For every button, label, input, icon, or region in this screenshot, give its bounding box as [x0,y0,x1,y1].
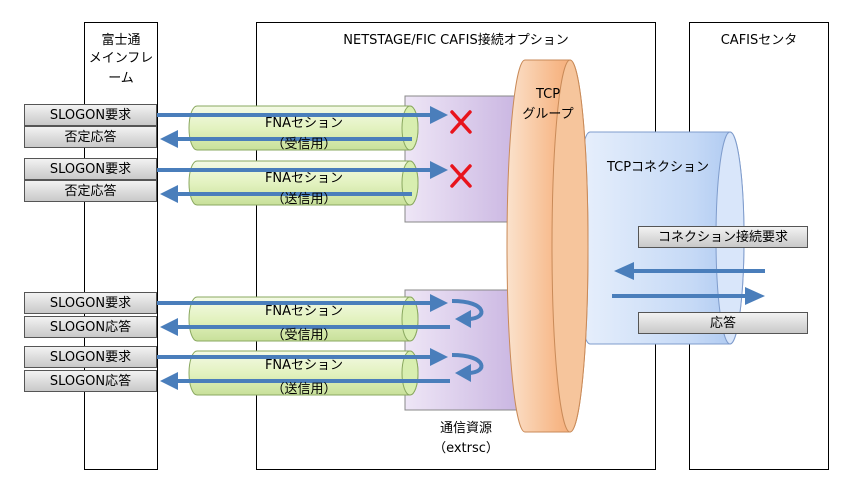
arrow-response-4 [160,372,450,390]
arrow-request-1 [155,106,448,124]
fujitsu-title-line2: メインフレーム [88,51,154,86]
mainframe-box-8: SLOGON応答 [24,370,157,392]
fujitsu-column: 富士通 メインフレーム [84,22,158,470]
mainframe-box-2: 否定応答 [24,126,157,148]
tcp-group-label-line2: グループ [522,107,573,122]
resource-label-line2: （extrsc） [433,441,499,456]
session-1-kind: （受信用） [271,137,336,152]
session-1-name: FNAセション [265,116,343,131]
mainframe-box-4: 否定応答 [24,180,157,202]
tcp-group-cylinder [506,59,589,433]
session-4-kind: （送信用） [271,382,336,397]
fujitsu-title-line1: 富士通 [101,33,141,48]
arrow-response-3 [160,318,450,336]
loop-arrow-icon-1 [451,299,484,328]
cafis-title: CAFISセンタ [720,33,798,48]
session-cylinder-3 [188,296,419,342]
reject-x-icon-1 [450,110,472,134]
loop-arrow-icon-2 [451,353,484,382]
arrow-request-2 [155,161,448,179]
session-2-name: FNAセション [265,171,343,186]
arrow-response-2 [160,185,412,203]
arrow-tcp-to-cafis [612,287,765,305]
session-3-name: FNAセション [265,304,343,319]
arrow-request-4 [155,348,448,366]
netstage-title: NETSTAGE/FIC CAFIS接続オプション [343,33,569,48]
arrow-response-1 [160,130,412,148]
mainframe-box-3: SLOGON要求 [24,158,157,180]
session-2-kind: （送信用） [271,192,336,207]
mainframe-box-5: SLOGON要求 [24,292,157,314]
session-4-name: FNAセション [265,358,343,373]
arrow-request-3 [155,294,448,312]
mainframe-box-6: SLOGON応答 [24,316,157,338]
arrow-cafis-to-tcp [614,262,765,280]
reject-x-icon-2 [450,164,472,188]
mainframe-box-7: SLOGON要求 [24,346,157,368]
resource-block-bottom [404,289,528,411]
mainframe-box-1: SLOGON要求 [24,104,157,126]
cafis-response-box: 応答 [638,312,808,334]
tcp-connection-label: TCPコネクション [606,160,709,175]
tcp-group-label-line1: TCP [535,87,560,102]
session-3-kind: （受信用） [271,328,336,343]
cafis-request-box: コネクション接続要求 [638,226,808,248]
resource-label-line1: 通信資源 [440,421,492,436]
